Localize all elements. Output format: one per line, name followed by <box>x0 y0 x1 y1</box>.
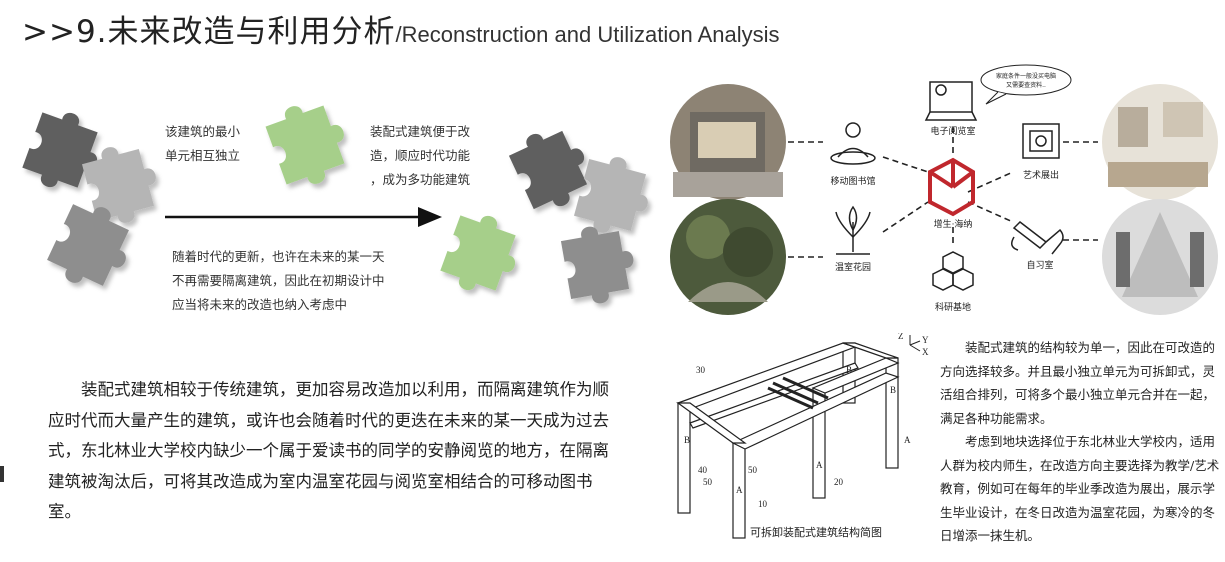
caption-line: 随着时代的更新，也许在未来的某一天 <box>172 249 385 264</box>
body-right-p2: 考虑到地块选择位于东北林业大学校内，适用人群为校内师生，在改造方向主要选择为教学… <box>940 434 1220 543</box>
edge-marker <box>0 466 4 482</box>
caption-line: 应当将未来的改造也纳入考虑中 <box>172 297 348 312</box>
function-network: 增生·海纳 移动图书馆 电子阅览室 家庭条件一般没买电脑 又需要查资料.. <box>668 62 1225 322</box>
center-logo-icon <box>928 157 975 217</box>
writing-hand-icon <box>1011 221 1064 255</box>
title-subtitle: /Reconstruction and Utilization Analysis <box>395 22 780 47</box>
structure-label: A <box>816 460 823 470</box>
arrow-head <box>418 207 442 227</box>
photo-study-room <box>1102 199 1218 315</box>
structure-label: Z <box>898 333 904 341</box>
caption-line: 装配式建筑便于改 <box>370 124 471 139</box>
molecule-icon <box>932 251 974 291</box>
structure-label: B <box>890 385 896 395</box>
speech-line: 又需要查资料.. <box>1006 81 1046 89</box>
structure-figure: 30 B B B A A A 40 50 50 20 10 Z X Y <box>648 331 938 548</box>
structure-label: 50 <box>703 477 713 487</box>
picture-frame-icon <box>1022 123 1060 159</box>
body-paragraph-right: 装配式建筑的结构较为单一，因此在可改造的方向选择较多。并且最小独立单元为可拆卸式… <box>940 336 1220 548</box>
caption-future-renovation: 随着时代的更新，也许在未来的某一天 不再需要隔离建筑，因此在初期设计中 应当将未… <box>172 245 385 317</box>
puzzle-piece-right-3 <box>559 219 641 309</box>
page-title: >>9.未来改造与利用分析/Reconstruction and Utiliza… <box>22 6 780 51</box>
photo-art-gallery <box>1102 84 1218 200</box>
caption-independent-units: 该建筑的最小 单元相互独立 <box>165 120 240 168</box>
speech-bubble: 家庭条件一般没买电脑 又需要查资料.. <box>980 64 1072 105</box>
puzzle-piece-green-top <box>262 92 358 194</box>
body-right-p1: 装配式建筑的结构较为单一，因此在可改造的方向选择较多。并且最小独立单元为可拆卸式… <box>940 340 1216 426</box>
frame-drawing <box>676 342 900 539</box>
axis-marker-icon <box>909 335 921 352</box>
structure-label: A <box>904 435 911 445</box>
caption-line: 该建筑的最小 <box>165 124 241 139</box>
library-reader-icon <box>830 122 876 165</box>
photo-greenhouse <box>670 199 786 315</box>
structure-label: 30 <box>696 365 706 375</box>
structure-label: 10 <box>758 499 768 509</box>
caption-line: 单元相互独立 <box>165 148 241 163</box>
plant-icon <box>835 205 871 255</box>
structure-label: B <box>684 435 690 445</box>
network-connectors <box>788 127 1098 258</box>
structure-label: B <box>846 365 852 375</box>
caption-line: ，成为多功能建筑 <box>370 172 471 187</box>
speech-line: 家庭条件一般没买电脑 <box>996 72 1056 80</box>
structure-label: X <box>922 347 929 357</box>
caption-line: 造，顺应时代功能 <box>370 148 471 163</box>
structure-label: 50 <box>748 465 758 475</box>
node-label-art: 艺术展出 <box>1023 169 1059 181</box>
structure-label: Y <box>922 335 929 345</box>
node-label-reading-room: 电子阅览室 <box>930 125 975 137</box>
computer-icon <box>924 81 978 121</box>
structure-label: 20 <box>834 477 844 487</box>
structure-label: 40 <box>698 465 708 475</box>
puzzle-piece-green-bottom <box>437 206 528 303</box>
node-label-study: 自习室 <box>1026 259 1053 271</box>
node-label-library: 移动图书馆 <box>830 175 875 187</box>
node-label-lab: 科研基地 <box>935 301 971 313</box>
caption-line: 不再需要隔离建筑，因此在初期设计中 <box>172 273 385 288</box>
structure-label: A <box>736 485 743 495</box>
photo-mobile-library <box>670 84 786 200</box>
structure-labels: 30 B B B A A A 40 50 50 20 10 Z X Y <box>684 331 929 509</box>
title-main: >>9.未来改造与利用分析 <box>22 14 396 50</box>
caption-multifunction: 装配式建筑便于改 造，顺应时代功能 ，成为多功能建筑 <box>370 120 470 192</box>
structure-caption: 可拆卸装配式建筑结构简图 <box>750 526 882 539</box>
center-label: 增生·海纳 <box>934 218 973 230</box>
puzzle-diagram: 该建筑的最小 单元相互独立 装配式建筑便于改 造，顺应时代功能 ，成为多功能建筑… <box>0 75 660 335</box>
body-paragraph-left: 装配式建筑相较于传统建筑，更加容易改造加以利用，而隔离建筑作为顺应时代而大量产生… <box>48 380 609 521</box>
node-label-greenhouse: 温室花园 <box>835 261 871 273</box>
